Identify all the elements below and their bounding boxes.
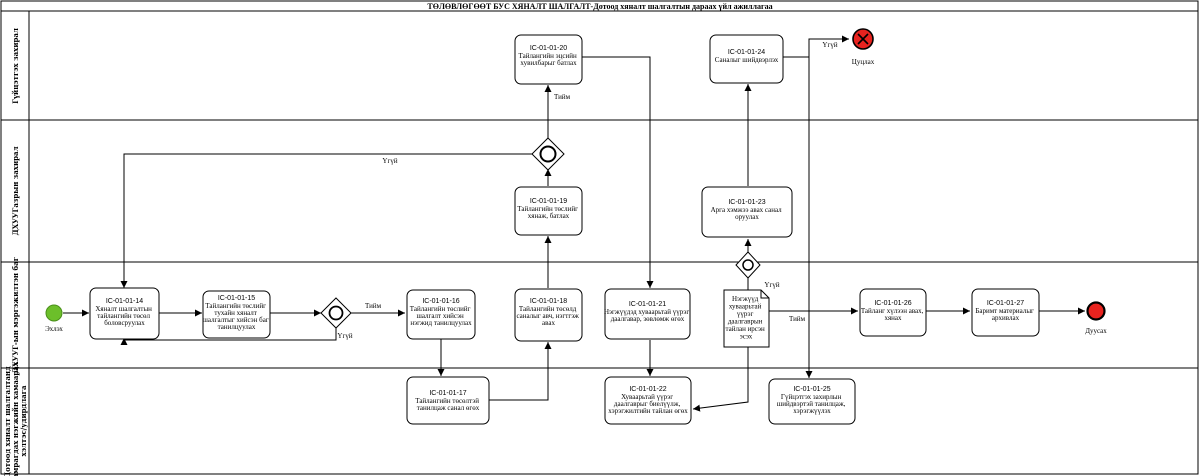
svg-text:IC-01-01-14: IC-01-01-14 — [106, 298, 143, 305]
svg-text:IC-01-01-20: IC-01-01-20 — [530, 45, 567, 52]
label-g19-yes: Тийм — [554, 93, 571, 101]
task-15: IC-01-01-15 Тайлангийн төслийг тухайн хя… — [202, 290, 271, 339]
lane-label-director: ДХУУГазрын захирал — [11, 146, 20, 235]
svg-text:Саналыг шийдвэрлэх: Саналыг шийдвэрлэх — [715, 56, 779, 64]
task-27: IC-01-01-27 Баримт материалыг архивлах — [971, 288, 1040, 337]
svg-text:Тайлангийн төслийг тухай: Тайлангийн төслийг тухайн хяналт шалгалт… — [203, 302, 271, 331]
task-23: IC-01-01-23 Арга хэмжээ авах санал оруул… — [701, 186, 793, 238]
lane-label-unit: Дотоод хяналт шалгалтанд хамрагдах нэгжи… — [3, 360, 28, 476]
lane-label-team: ДХУУГ-ын мэргэжилтэн баг — [11, 257, 20, 373]
svg-text:Тайланг хүлээн авах, хян: Тайланг хүлээн авах, хянах — [861, 307, 925, 322]
task-19: IC-01-01-19 Тайлангийн төслийг хянаж, ба… — [514, 186, 583, 236]
svg-text:Гүйцэтгэх захирлын шийдв: Гүйцэтгэх захирлын шийдвэртэй танилцаж, … — [777, 393, 847, 415]
gateway-approve-draft — [531, 137, 565, 171]
svg-text:IC-01-01-17: IC-01-01-17 — [429, 390, 466, 397]
label-g21-no: Үгүй — [764, 281, 779, 289]
svg-text:Нэгжүүдэд хуваарьтай үүрэг: Нэгжүүдэд хуваарьтай үүрэг даалгавар, зө… — [604, 308, 691, 323]
svg-text:IC-01-01-19: IC-01-01-19 — [530, 198, 567, 205]
svg-text:Баримт материалыг архивл: Баримт материалыг архивлах — [975, 307, 1035, 322]
task-17: IC-01-01-17 Тайлангийн төсөлтэй танилцаж… — [406, 376, 490, 425]
task-21: IC-01-01-21 Нэгжүүдэд хуваарьтай үүрэг д… — [604, 288, 691, 340]
svg-text:Тайлангийн эцсийн хувилб: Тайлангийн эцсийн хувилбарыг батлах — [518, 52, 578, 67]
task-18: IC-01-01-18 Тайлангийн төсөлд саналыг ав… — [514, 288, 583, 342]
cancel-icon — [857, 33, 869, 45]
svg-text:IC-01-01-25: IC-01-01-25 — [793, 386, 830, 393]
svg-text:IC-01-01-18: IC-01-01-18 — [530, 298, 567, 305]
svg-text:IC-01-01-21: IC-01-01-21 — [629, 301, 666, 308]
label-note-yes: Тийм — [789, 315, 806, 323]
gateway-review-team — [320, 297, 352, 329]
svg-text:IC-01-01-16: IC-01-01-16 — [422, 298, 459, 305]
svg-text:IC-01-01-26: IC-01-01-26 — [874, 300, 911, 307]
task-20: IC-01-01-20 Тайлангийн эцсийн хувилбарыг… — [514, 34, 583, 85]
label-g19-no: Үгүй — [382, 157, 397, 165]
svg-text:Хуваарьтай үүрэг даалгав: Хуваарьтай үүрэг даалгаврыг биелүүлж, хэ… — [608, 393, 688, 415]
svg-text:Тайлангийн төсөлтэй тани: Тайлангийн төсөлтэй танилцаж санал өгөх — [415, 397, 481, 412]
svg-text:Тайлангийн төслийг хянаж: Тайлангийн төслийг хянаж, батлах — [517, 205, 579, 220]
svg-text:Тайлангийн төсөлд саналы: Тайлангийн төсөлд саналыг авч, нэгтгэж а… — [516, 305, 580, 327]
label-g15-no: Үгүй — [337, 332, 352, 340]
start-event — [45, 304, 63, 322]
task-25: IC-01-01-25 Гүйцэтгэх захирлын шийдвэртэ… — [768, 378, 856, 425]
svg-text:Тайлангийн төслийг шалга: Тайлангийн төслийг шалгалт хийсэн нэгжид… — [410, 305, 472, 327]
note-text: Нэгжүүд хуваарьтай үүрэг даалгаврын тайл… — [725, 295, 766, 341]
svg-text:Хяналт шалгалтын тайланг: Хяналт шалгалтын тайлангийн төсөл боловс… — [95, 305, 153, 327]
lane-label-ceo: Гүйцэтгэх захирал — [11, 28, 20, 104]
report-note — [723, 289, 770, 348]
task-26: IC-01-01-26 Тайланг хүлээн авах, хянах — [859, 288, 927, 337]
end-event — [1086, 301, 1106, 321]
task-14: IC-01-01-14 Хяналт шалгалтын тайлангийн … — [89, 287, 160, 340]
end-label: Дуусах — [1085, 327, 1107, 335]
gateway-report-received — [735, 251, 761, 279]
label-g15-yes: Тийм — [365, 302, 382, 310]
diagram-title: ТӨЛӨВЛӨГӨӨТ БУС ХЯНАЛТ ШАЛГАЛТ-Дотоод хя… — [427, 2, 772, 11]
svg-text:IC-01-01-27: IC-01-01-27 — [987, 300, 1024, 307]
terminate-label: Цуцлах — [852, 58, 875, 66]
label-t24-no: Үгүй — [822, 41, 837, 49]
start-label: Эхлэх — [45, 325, 63, 333]
task-24: IC-01-01-24 Саналыг шийдвэрлэх — [709, 34, 784, 84]
svg-text:IC-01-01-24: IC-01-01-24 — [728, 49, 765, 56]
svg-text:IC-01-01-15: IC-01-01-15 — [218, 295, 255, 302]
svg-text:IC-01-01-22: IC-01-01-22 — [629, 386, 666, 393]
svg-text:Арга хэмжээ авах санал о: Арга хэмжээ авах санал оруулах — [711, 206, 784, 221]
edges — [63, 35, 1085, 412]
task-16: IC-01-01-16 Тайлангийн төслийг шалгалт х… — [406, 289, 476, 340]
task-22: IC-01-01-22 Хуваарьтай үүрэг даалгаврыг … — [604, 376, 692, 425]
svg-text:IC-01-01-23: IC-01-01-23 — [728, 199, 765, 206]
